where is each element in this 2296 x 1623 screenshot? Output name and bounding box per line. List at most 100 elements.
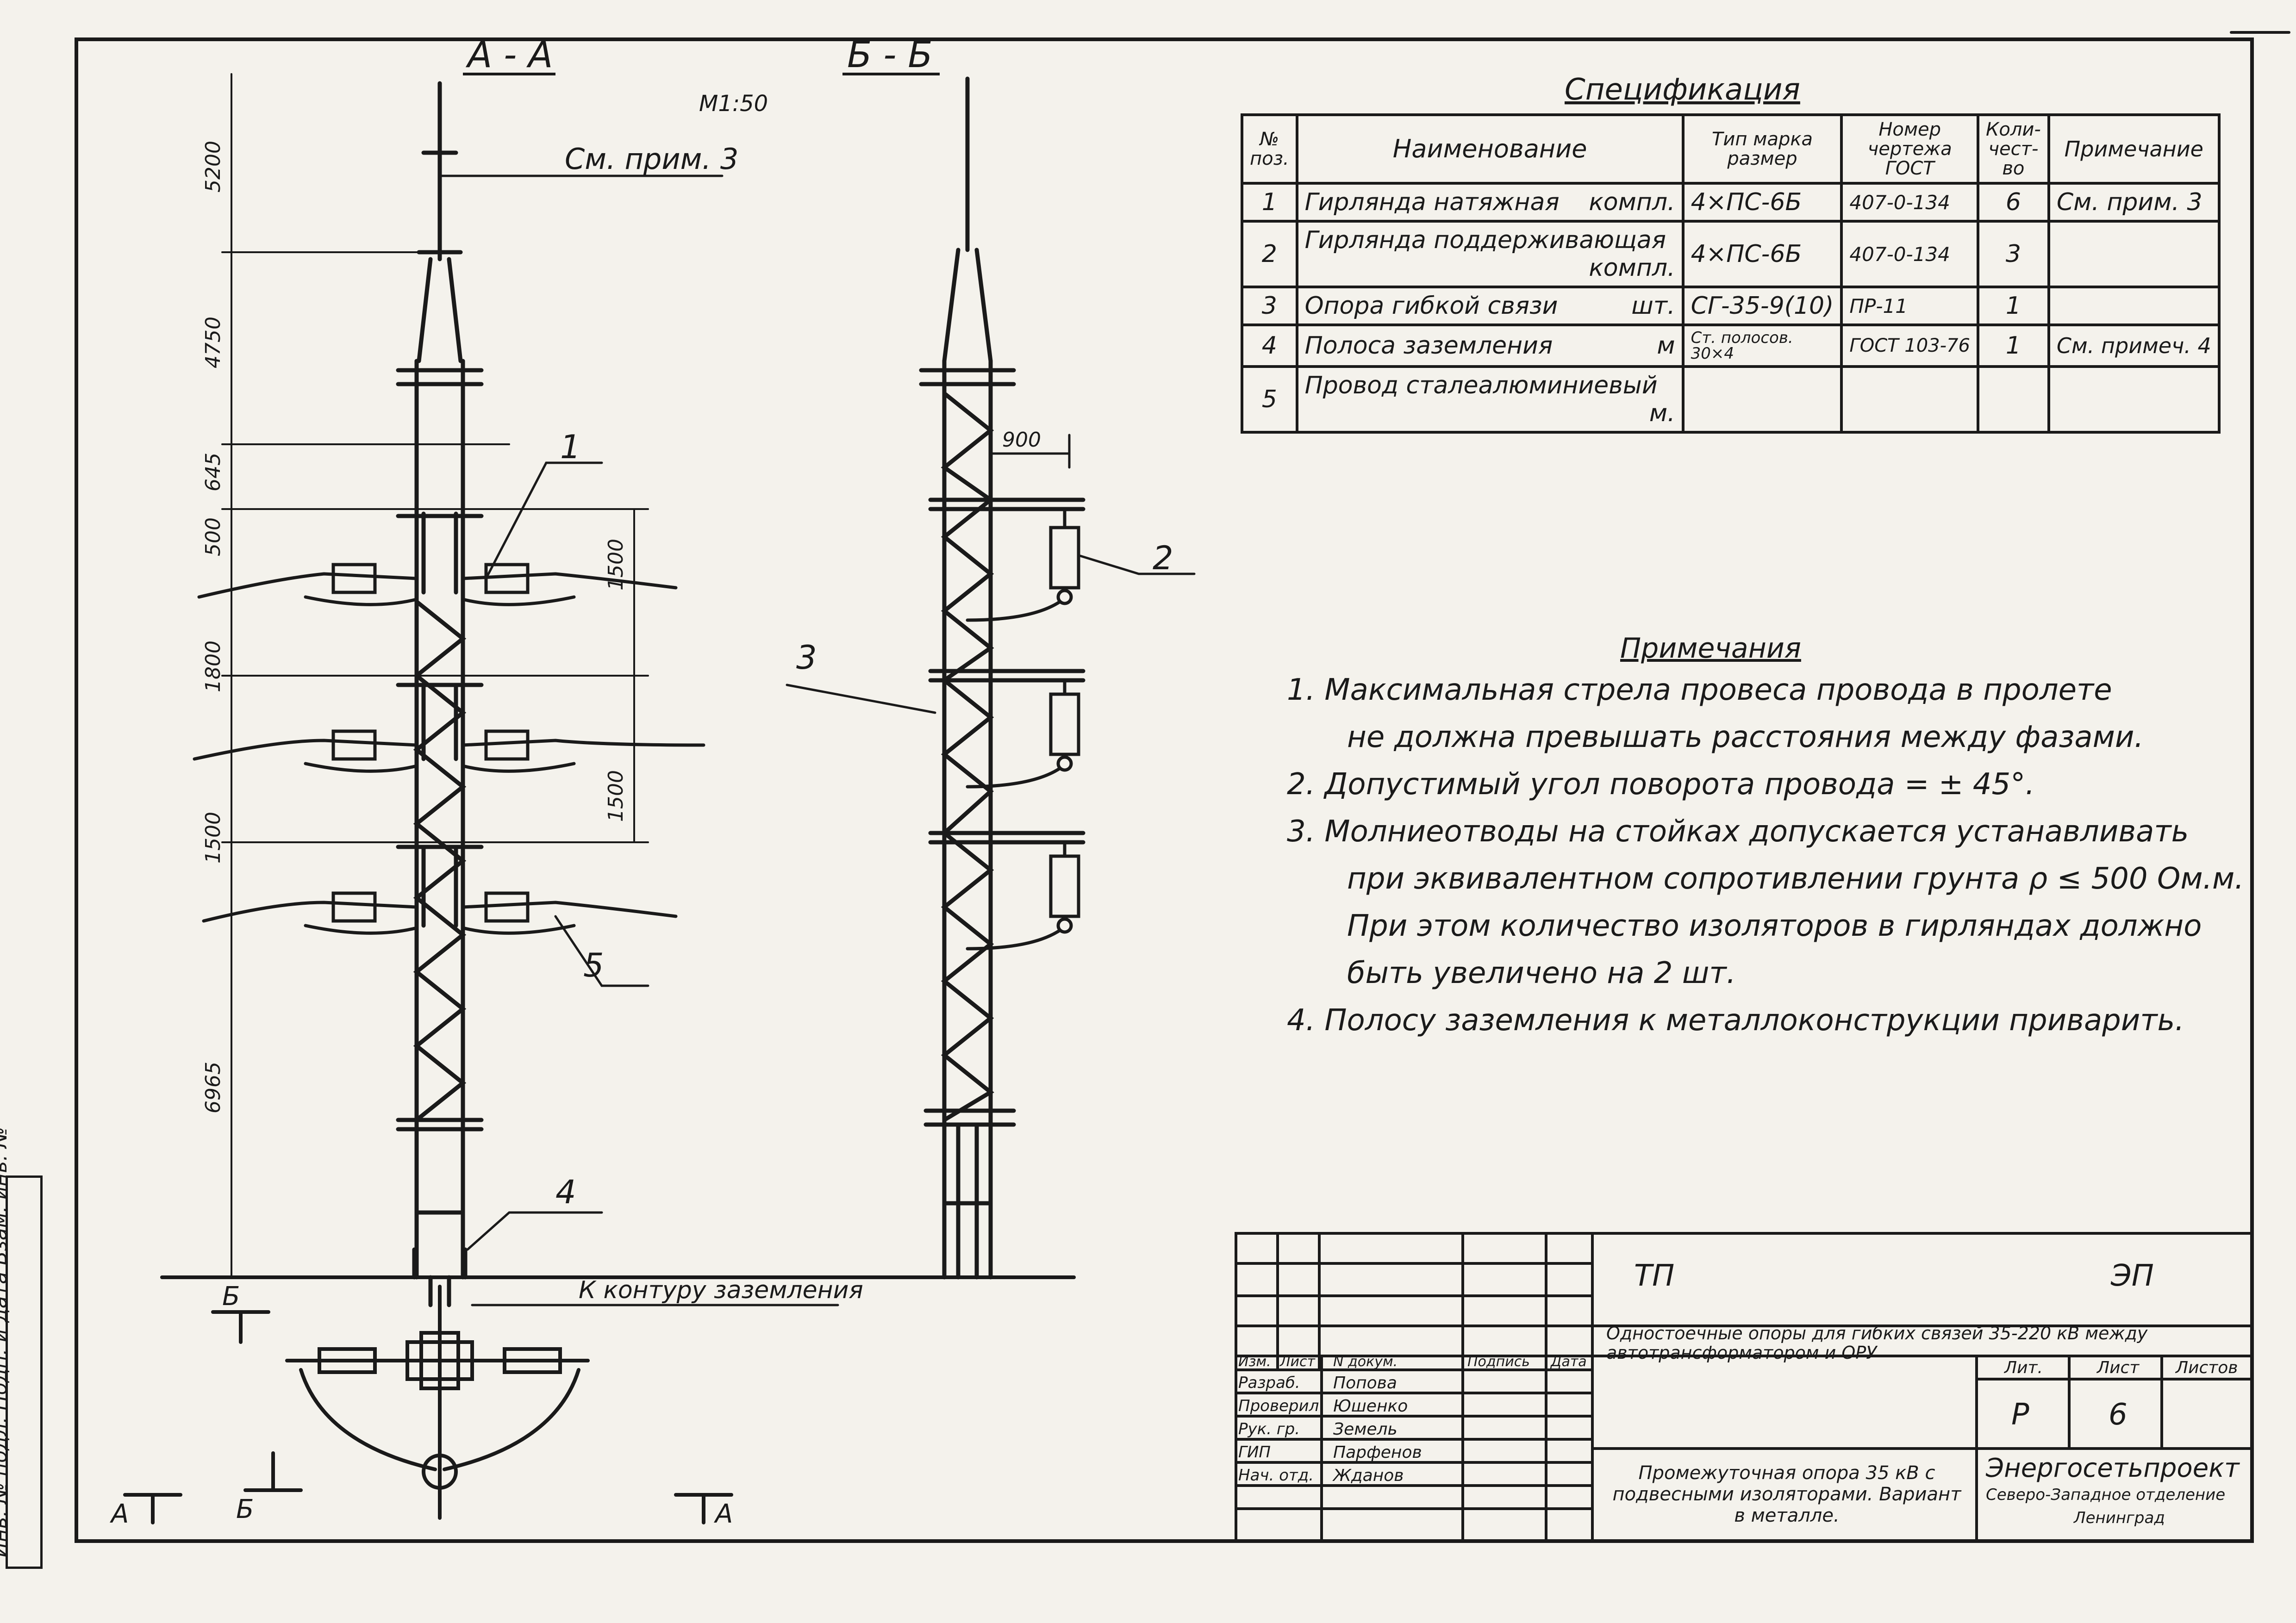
tb-project-title: Одностоечные опоры для гибких связей 35-…	[1606, 1323, 2148, 1363]
spec-col-type: Тип марка размер	[1681, 113, 1843, 185]
spec-row: 5 Провод сталеалюминиевый м.	[1241, 365, 2221, 434]
tb-org-name: Энергосетьпроект	[1986, 1453, 2240, 1483]
note-line: не должна превышать расстояния между фаз…	[1347, 720, 2144, 754]
tb-drawing-name: Промежуточная опора 35 кВ с подвесными и…	[1612, 1462, 1961, 1526]
dimension-chain-aa	[221, 73, 649, 1278]
spec-col-pos: № поз.	[1241, 113, 1298, 185]
tb-org-sub2: Ленинград	[2074, 1509, 2165, 1527]
tb-name: Земель	[1333, 1420, 1398, 1439]
dim-500: 500	[201, 517, 225, 556]
spec-type: 4×ПС-6Б	[1681, 220, 1843, 288]
tb-lit-value: Р	[2011, 1398, 2029, 1432]
dim-900: 900	[1002, 428, 1041, 452]
note-line: 3. Молниеотводы на стойках допускается у…	[1287, 815, 2189, 849]
spec-row: 4 Полоса заземления м Ст. полосов. 30×4 …	[1241, 323, 2221, 368]
spec-note	[2047, 286, 2221, 326]
tb-col-podp: Подпись	[1467, 1354, 1530, 1370]
plan-marker-a-right: А	[714, 1499, 733, 1529]
dim-1500-left: 1500	[201, 812, 225, 864]
tb-name: Юшенко	[1333, 1397, 1408, 1416]
dim-1500-upper: 1500	[604, 539, 628, 591]
tb-code-right: ЭП	[2111, 1259, 2154, 1293]
spec-drawing	[1840, 365, 1979, 434]
tb-col-list: Лист	[1280, 1354, 1316, 1370]
notes-title: Примечания	[1620, 632, 1801, 665]
ground-ref-label: К контуру заземления	[579, 1276, 863, 1304]
tb-role: Проверил	[1238, 1397, 1319, 1415]
spec-note	[2047, 220, 2221, 288]
tb-name: Парфенов	[1333, 1443, 1422, 1462]
callout-2: 2	[1153, 539, 1173, 577]
spec-drawing: 407-0-134	[1840, 220, 1979, 288]
spec-col-note: Примечание	[2047, 113, 2221, 185]
dim-645: 645	[201, 453, 225, 491]
suspension-insulators-bb	[966, 507, 1080, 951]
dim-1500-lower: 1500	[604, 770, 628, 822]
spec-note: См. прим. 3	[2047, 182, 2221, 223]
tb-name: Попова	[1333, 1374, 1397, 1393]
spec-col-drawing: Номер чертежа ГОСТ	[1840, 113, 1979, 185]
tb-col-ndok: N докум.	[1333, 1354, 1398, 1370]
spec-type: Ст. полосов. 30×4	[1681, 323, 1843, 368]
note-line: быть увеличено на 2 шт.	[1347, 956, 1736, 990]
spec-qty: 3	[1976, 220, 2050, 288]
spec-note: См. примеч. 4	[2047, 323, 2221, 368]
tb-col-data: Дата	[1551, 1354, 1587, 1370]
dim-1800: 1800	[201, 640, 225, 692]
spec-qty: 1	[1976, 286, 2050, 326]
spec-note	[2047, 365, 2221, 434]
spec-drawing: ПР-11	[1840, 286, 1979, 326]
tb-sheets-label: Листов	[2176, 1358, 2238, 1377]
side-stamp: Инв. № подл. Подп. и дата Взам. инв. №	[0, 1127, 43, 1569]
spec-name: Гирлянда поддерживающая компл.	[1295, 220, 1685, 288]
note-ref-label: См. прим. 3	[565, 142, 738, 176]
spec-type: СГ-35-9(10)	[1681, 286, 1843, 326]
callout-4: 4	[555, 1173, 576, 1211]
callout-1: 1	[560, 428, 581, 466]
spec-header-row: № поз. Наименование Тип марка размер Ном…	[1241, 113, 2221, 185]
tb-role: Нач. отд.	[1238, 1466, 1314, 1485]
spec-row: 3 Опора гибкой связи шт. СГ-35-9(10) ПР-…	[1241, 286, 2221, 326]
scale-label: М1:50	[699, 91, 768, 117]
spec-type: 4×ПС-6Б	[1681, 182, 1843, 223]
sheet-frame	[75, 37, 2254, 1543]
callout-5: 5	[583, 946, 604, 984]
tb-col-izm: Изм.	[1238, 1354, 1271, 1370]
note-line: При этом количество изоляторов в гирлянд…	[1347, 909, 2202, 943]
tb-org-sub1: Северо-Западное отделение	[1986, 1486, 2226, 1504]
plan-marker-a-left: А	[110, 1499, 129, 1529]
callout-3: 3	[796, 639, 817, 677]
spec-name: Провод сталеалюминиевый м.	[1295, 365, 1685, 434]
spec-title: Спецификация	[1565, 73, 1800, 107]
section-bb-label: Б - Б	[847, 34, 933, 76]
tb-role: ГИП	[1238, 1443, 1271, 1461]
spec-pos: 4	[1241, 323, 1298, 368]
specification-table: № поз. Наименование Тип марка размер Ном…	[1241, 113, 2221, 434]
tb-lit-label: Лит.	[2004, 1358, 2043, 1377]
spec-qty: 6	[1976, 182, 2050, 223]
spec-name: Полоса заземления м	[1295, 323, 1685, 368]
tower-section-aa	[396, 81, 484, 1307]
spec-type	[1681, 365, 1843, 434]
note-line: 2. Допустимый угол поворота провода = ± …	[1287, 767, 2035, 802]
note-line: 4. Полосу заземления к металлоконструкци…	[1287, 1003, 2184, 1038]
spec-pos: 3	[1241, 286, 1298, 326]
plan-marker-b-bottom: Б	[236, 1494, 254, 1524]
tower-section-bb	[919, 76, 1086, 1280]
title-block-grid	[1235, 1232, 2253, 1542]
note-line: 1. Максимальная стрела провеса провода в…	[1287, 673, 2112, 707]
spec-name: Гирлянда натяжная компл.	[1295, 182, 1685, 223]
spec-pos: 2	[1241, 220, 1298, 288]
leader-lines-aa	[438, 174, 839, 1306]
section-aa-label: А - А	[465, 34, 553, 76]
leader-lines-bb	[786, 434, 1196, 714]
spec-col-name: Наименование	[1295, 113, 1685, 185]
tb-code-left: ТП	[1634, 1259, 1675, 1293]
spec-pos: 1	[1241, 182, 1298, 223]
spec-pos: 5	[1241, 365, 1298, 434]
tb-role: Рук. гр.	[1238, 1420, 1300, 1438]
plan-view	[123, 1285, 733, 1524]
spec-col-qty: Коли-чест-во	[1976, 113, 2050, 185]
spec-drawing: ГОСТ 103-76	[1840, 323, 1979, 368]
